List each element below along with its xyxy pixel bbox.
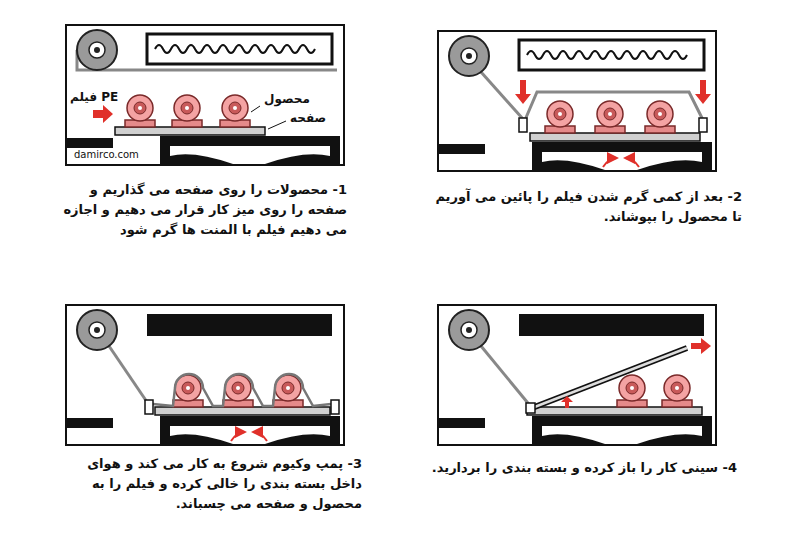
heating-element <box>155 45 315 53</box>
plate <box>155 407 330 415</box>
pe-film <box>153 374 331 406</box>
vacuum-chamber <box>170 146 330 164</box>
heating-element <box>527 51 687 59</box>
side-block <box>65 138 113 148</box>
process-panel: 2- بعد از کمی گرم شدن فیلم را پائین می آ… <box>437 30 717 172</box>
watermark: damirco.com <box>72 149 141 161</box>
film-frame <box>519 118 527 132</box>
panel-1-art <box>65 30 340 164</box>
product <box>545 101 575 133</box>
film-frame <box>145 400 153 414</box>
plate <box>530 133 700 141</box>
step-caption: 1- محصولات را روی صفحه می گذاریم و صفحه … <box>51 180 347 240</box>
step-caption: 2- بعد از کمی گرم شدن فیلم را پائین می آ… <box>434 187 742 227</box>
vacuum-arrow <box>253 432 267 441</box>
film-frame <box>699 118 707 132</box>
pe-film <box>532 348 687 408</box>
leader-line <box>268 121 286 129</box>
down-arrow <box>515 80 531 104</box>
film-roll <box>449 310 489 350</box>
film-frame <box>331 400 339 414</box>
work-table <box>532 142 712 170</box>
vacuum-arrow <box>625 158 639 167</box>
leader-line <box>251 106 260 112</box>
feed-arrow <box>93 105 113 123</box>
product <box>595 101 625 133</box>
lift-arrow <box>561 396 573 408</box>
pe-film <box>481 346 532 408</box>
product <box>125 95 155 127</box>
roll-core <box>461 48 477 64</box>
heater <box>147 314 332 336</box>
plate <box>115 127 265 135</box>
work-table <box>160 136 340 164</box>
frame-hinge <box>526 403 535 413</box>
plate-label: صفحه <box>288 111 328 125</box>
side-block <box>437 418 485 428</box>
panel-3-art <box>65 310 340 444</box>
roll-hub <box>466 53 472 59</box>
work-table <box>160 416 340 444</box>
roll-hub <box>94 327 100 333</box>
product <box>645 101 675 133</box>
product-label: محصول <box>262 92 312 106</box>
process-panel: 3- پمپ وکیوم شروع به کار می کند و هوای د… <box>65 304 345 446</box>
film-label: PE فیلم <box>68 90 120 104</box>
panel-4-art <box>437 310 712 444</box>
film-frame <box>532 348 687 408</box>
roll-core <box>89 42 105 58</box>
heater <box>147 34 332 64</box>
vacuum-chamber <box>542 426 702 444</box>
vacuum-arrow <box>231 432 245 441</box>
side-block <box>65 418 113 428</box>
roll-core <box>461 322 477 338</box>
vacuum-chamber <box>542 152 702 170</box>
step-caption: 3- پمپ وکیوم شروع به کار می کند و هوای د… <box>55 454 362 514</box>
side-block <box>437 144 485 154</box>
product <box>220 95 250 127</box>
panel-2-art <box>437 36 712 170</box>
heater <box>519 40 704 70</box>
pe-film <box>525 92 703 120</box>
roll-hub <box>94 47 100 53</box>
roll-hub <box>466 327 472 333</box>
heater <box>519 314 704 336</box>
plate <box>527 407 702 415</box>
down-arrow <box>695 80 711 104</box>
film-roll <box>77 30 117 70</box>
film-roll <box>449 36 489 76</box>
product <box>172 95 202 127</box>
pe-film <box>109 346 147 402</box>
vacuum-chamber <box>170 426 330 444</box>
product <box>617 375 647 407</box>
work-table <box>532 416 712 444</box>
roll-core <box>89 322 105 338</box>
vacuum-arrow <box>603 158 617 167</box>
process-panel: 4- سینی کار را باز کرده و بسته بندی را ب… <box>437 304 717 446</box>
step-caption: 4- سینی کار را باز کرده و بسته بندی را ب… <box>429 458 737 478</box>
product <box>662 375 692 407</box>
open-arrow <box>691 338 711 354</box>
film-roll <box>77 310 117 350</box>
